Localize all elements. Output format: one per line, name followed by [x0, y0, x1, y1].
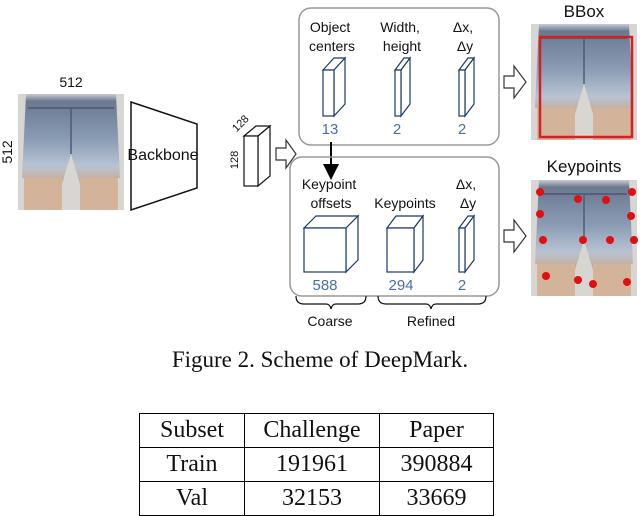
keypoint-marker: [606, 236, 614, 244]
table-cell: 33669: [379, 481, 494, 516]
keypoint-marker: [536, 188, 544, 196]
table-header-cell: Subset: [139, 413, 245, 448]
coarse-label: Coarse: [307, 313, 352, 329]
object-centers-line1: Object: [310, 19, 351, 35]
keypoints-photo: [530, 179, 638, 297]
table-row: Train 191961 390884: [139, 447, 494, 482]
bounding-box: [538, 35, 634, 139]
arrow-to-heads: [275, 138, 297, 170]
feature-dim-diagonal: 128: [230, 113, 251, 134]
keypoints-title: Keypoints: [547, 157, 622, 176]
input-height-label: 512: [0, 140, 15, 164]
top-head-group: [298, 7, 500, 146]
feature-map-cube: [242, 124, 272, 188]
keypoint-marker: [627, 212, 635, 220]
deepmark-diagram: 512 512 Backbone 128 128 Object centers …: [0, 2, 638, 329]
width-height-line1: Width,: [380, 19, 420, 35]
bottom-dxdy-line2: Δy: [460, 195, 476, 211]
backbone-label: Backbone: [127, 147, 198, 164]
keypoint-offsets-label: Keypoint offsets: [302, 176, 360, 211]
input-width-label: 512: [59, 74, 83, 90]
keypoint-marker: [628, 188, 636, 196]
table-cell: Train: [139, 447, 245, 482]
bottom-dxdy-label: Δx, Δy: [456, 176, 480, 211]
keypoint-offsets-line1: Keypoint: [302, 176, 357, 192]
table-cell: 191961: [244, 447, 380, 482]
keypoint-marker: [574, 195, 582, 203]
bbox-title: BBox: [564, 2, 605, 21]
offsets-cube: [302, 214, 360, 274]
keypoint-marker: [579, 236, 587, 244]
table-header-row: Subset Challenge Paper: [139, 413, 494, 448]
wh-cube: [393, 56, 412, 118]
num-keypoints: 294: [388, 277, 413, 294]
backbone-block: Backbone: [127, 100, 199, 212]
centers-cube: [321, 56, 347, 118]
subset-table: Subset Challenge Paper Train 191961 3908…: [139, 413, 494, 516]
top-dxdy-line1: Δx,: [453, 19, 473, 35]
top-dxdy-label: Δx, Δy: [453, 19, 477, 54]
input-photo: [17, 93, 125, 211]
keypoint-offsets-line2: offsets: [311, 195, 352, 211]
keypoint-marker: [623, 278, 631, 286]
bottom-head-group: [289, 156, 500, 297]
num-wh: 2: [393, 121, 401, 138]
keypoint-marker: [539, 236, 547, 244]
top-dxdy-line2: Δy: [457, 38, 473, 54]
keypoint-marker: [602, 196, 610, 204]
refined-brace: [377, 295, 487, 310]
keypoint-marker: [542, 272, 550, 280]
arrow-to-bbox: [503, 64, 527, 100]
keypoint-marker: [536, 210, 544, 218]
table-header-cell: Paper: [379, 413, 494, 448]
table-row: Val 32153 33669: [139, 481, 494, 516]
bbox-photo: [530, 23, 638, 141]
keypoint-marker: [589, 280, 597, 288]
feature-dim-vertical: 128: [229, 151, 241, 169]
num-top-dxdy: 2: [458, 121, 466, 138]
table-header-cell: Challenge: [244, 413, 380, 448]
keypoints-cube: [385, 214, 425, 274]
table-cell: 390884: [379, 447, 494, 482]
table-cell: 32153: [244, 481, 380, 516]
arrow-to-keypoints: [503, 218, 527, 254]
coarse-brace: [295, 295, 367, 310]
width-height-label: Width, height: [380, 19, 424, 54]
keypoint-marker: [574, 276, 582, 284]
object-centers-label: Object centers: [309, 19, 355, 54]
refined-label: Refined: [407, 313, 455, 329]
num-bottom-dxdy: 2: [458, 277, 466, 294]
num-offsets: 588: [312, 277, 337, 294]
table-cell: Val: [139, 481, 245, 516]
figure-caption: Figure 2. Scheme of DeepMark.: [171, 347, 469, 372]
num-centers: 13: [322, 121, 339, 138]
top-dxdy-cube: [457, 56, 476, 118]
keypoints-head-label: Keypoints: [374, 195, 435, 211]
bottom-dxdy-cube: [457, 214, 476, 274]
bottom-dxdy-line1: Δx,: [456, 176, 476, 192]
object-centers-line2: centers: [309, 38, 355, 54]
keypoint-marker: [630, 236, 638, 244]
keypoint-markers: [536, 188, 638, 288]
width-height-line2: height: [383, 38, 421, 54]
